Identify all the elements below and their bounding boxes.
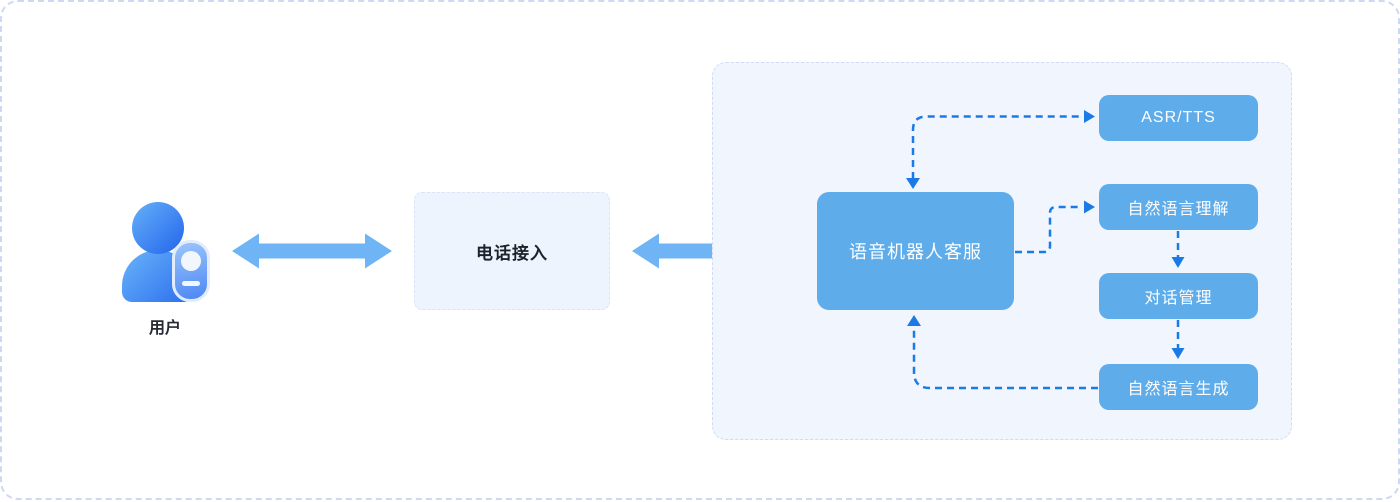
node-asr-tts-label: ASR/TTS: [1141, 109, 1216, 126]
node-dialog-management: 对话管理: [1099, 273, 1258, 319]
node-asr-tts: ASR/TTS: [1099, 95, 1258, 141]
user-label: 用户: [148, 320, 181, 337]
node-phone-access-label: 电话接入: [476, 243, 548, 263]
user-icon: [120, 200, 210, 304]
node-phone-access: 电话接入: [414, 192, 610, 310]
node-dialog-management-label: 对话管理: [1144, 290, 1213, 307]
id-badge-icon: [172, 240, 210, 302]
node-nlu-label: 自然语言理解: [1127, 201, 1230, 218]
bidirectional-arrow-user-phone: [232, 233, 392, 269]
badge-text-line: [182, 281, 200, 286]
badge-avatar-dot: [181, 251, 201, 271]
node-nlg-label: 自然语言生成: [1127, 381, 1230, 398]
node-nlu: 自然语言理解: [1099, 184, 1258, 230]
node-voice-robot-label: 语音机器人客服: [849, 242, 982, 262]
node-nlg: 自然语言生成: [1099, 364, 1258, 410]
node-voice-robot: 语音机器人客服: [817, 192, 1014, 310]
